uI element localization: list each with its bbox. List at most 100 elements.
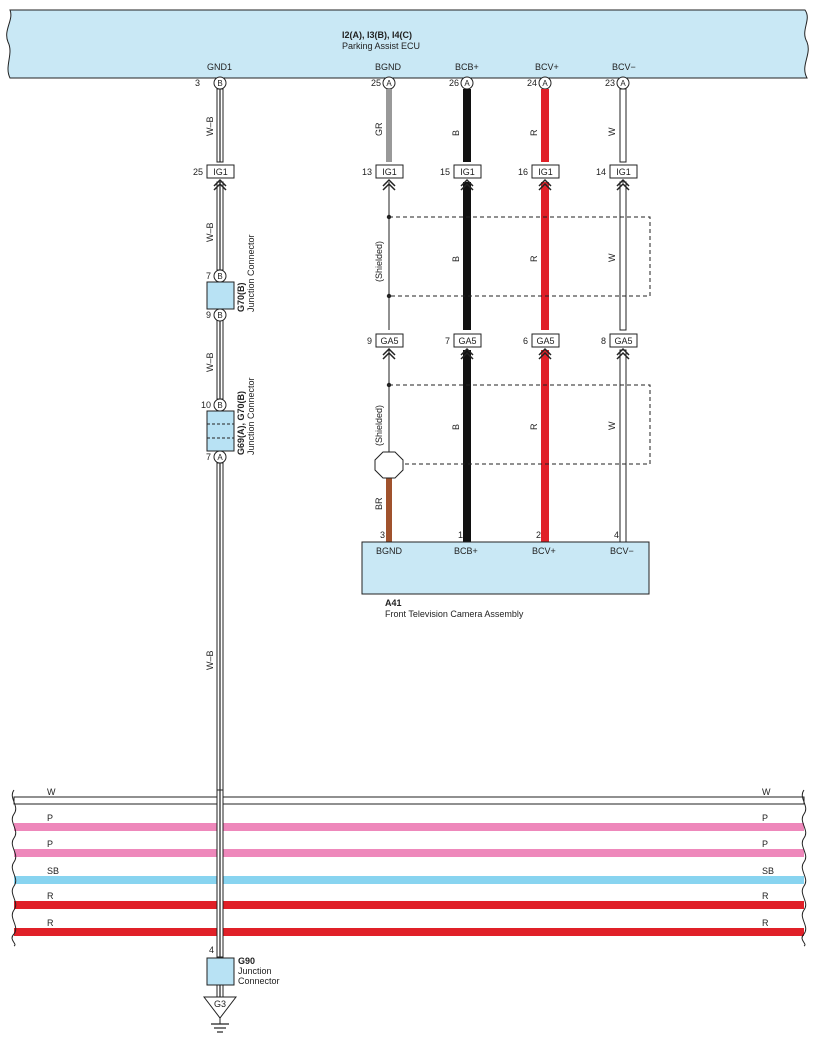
bus-wire-p1: P P (14, 813, 804, 831)
shielded-label-1: (Shielded) (374, 241, 384, 282)
svg-text:15: 15 (440, 167, 450, 177)
bus-wire-r1: R R (14, 891, 804, 909)
wire-code-gnd1-upper: W–B (205, 116, 215, 136)
parking-assist-ecu: I2(A), I3(B), I4(C) Parking Assist ECU G… (6, 9, 809, 79)
ecu-pin-num-bgnd: 25 (371, 78, 381, 88)
ig1-connector-row: 25 IG1 13 IG1 15 IG1 16 IG1 14 IG1 (193, 164, 638, 191)
svg-text:8: 8 (601, 336, 606, 346)
wire-code-gnd1-mid2: W–B (205, 352, 215, 372)
shield-ground-octagon (374, 451, 404, 479)
bus-break-right (801, 789, 807, 947)
wire-bcvp-1 (541, 89, 549, 162)
wire-bgnd-br (386, 478, 392, 542)
svg-text:7: 7 (445, 336, 450, 346)
svg-text:B: B (217, 401, 222, 410)
svg-text:13: 13 (362, 167, 372, 177)
svg-text:1: 1 (458, 530, 463, 540)
camera-box (361, 541, 650, 595)
ga5-connector-bcvp: 6 GA5 (523, 333, 560, 360)
shielded-label-2: (Shielded) (374, 405, 384, 446)
ecu-pins: 3 B 25 A 26 A 24 A 23 A (195, 76, 630, 90)
camera-id: A41 (385, 598, 402, 608)
wire-code-bcvm-3: W (607, 421, 617, 430)
wire-code-bcbp-3: B (451, 424, 461, 430)
svg-text:A: A (217, 453, 223, 462)
ecu-pin-conn-gnd1: B (217, 79, 222, 88)
ig1-connector-bcbp: 15 IG1 (440, 164, 482, 191)
ecu-pin-conn-bcvm: A (620, 79, 626, 88)
junction-g70-box (206, 281, 235, 310)
ecu-id: I2(A), I3(B), I4(C) (342, 30, 412, 40)
wire-code-bgnd-camera: BR (374, 497, 384, 510)
svg-text:IG1: IG1 (460, 167, 475, 177)
junction-g90-name-1: Junction (238, 966, 272, 976)
bus-wire-sb: SB SB (14, 866, 804, 884)
junction-g70: 7 B 9 B G70(B) Junction Connector (206, 234, 256, 322)
wire-bcvp-3 (541, 350, 549, 542)
wire-bgnd-gr (386, 89, 392, 162)
ig1-connector-gnd1: 25 IG1 (193, 164, 235, 191)
bus-wires: W W P P P P SB SB R R R R (11, 787, 807, 947)
svg-text:SB: SB (762, 866, 774, 876)
svg-text:B: B (217, 311, 222, 320)
junction-g90-box (206, 957, 235, 986)
svg-text:10: 10 (201, 400, 211, 410)
bus-wire-r2: R R (14, 918, 804, 936)
wire-code-bcvp-2: R (529, 255, 539, 262)
junction-g69-id: G69(A), G70(B) (236, 391, 246, 455)
wire-code-bcvm-1: W (607, 127, 617, 136)
ga5-connector-bcbp: 7 GA5 (445, 333, 482, 360)
wire-bcvp-2 (541, 182, 549, 330)
wire-bcbp-1 (463, 89, 471, 162)
svg-text:SB: SB (47, 866, 59, 876)
svg-text:B: B (217, 272, 222, 281)
ig1-connector-bgnd: 13 IG1 (362, 164, 404, 191)
wire-code-gnd1-mid: W–B (205, 222, 215, 242)
svg-text:W: W (47, 787, 56, 797)
svg-text:GA5: GA5 (614, 336, 632, 346)
svg-text:P: P (762, 813, 768, 823)
shield-1: (Shielded) (374, 214, 651, 299)
junction-g90-id: G90 (238, 956, 255, 966)
svg-text:GA5: GA5 (380, 336, 398, 346)
svg-text:BCV+: BCV+ (532, 546, 556, 556)
svg-text:2: 2 (536, 530, 541, 540)
svg-text:IG1: IG1 (213, 167, 228, 177)
svg-text:3: 3 (380, 530, 385, 540)
ecu-pin-name-gnd1: GND1 (207, 62, 232, 72)
svg-text:4: 4 (209, 945, 214, 955)
svg-text:R: R (762, 891, 769, 901)
ecu-name: Parking Assist ECU (342, 41, 420, 51)
svg-text:9: 9 (367, 336, 372, 346)
bus-wire-w: W W (13, 787, 805, 805)
bus-wire-p2: P P (14, 839, 804, 857)
ecu-pin-name-bgnd: BGND (375, 62, 402, 72)
wire-code-gnd1-lower: W–B (205, 650, 215, 670)
wire-code-bgnd: GR (374, 122, 384, 136)
ig1-connector-bcvm: 14 IG1 (596, 164, 638, 191)
svg-text:P: P (47, 839, 53, 849)
svg-text:14: 14 (596, 167, 606, 177)
ecu-pin-name-bcvp: BCV+ (535, 62, 559, 72)
junction-g90: 4 G90 Junction Connector (206, 945, 280, 986)
svg-text:6: 6 (523, 336, 528, 346)
bus-break-left (11, 789, 17, 947)
wire-gnd1-crossing (216, 789, 224, 958)
camera-name: Front Television Camera Assembly (385, 609, 524, 619)
ga5-connector-bgnd: 9 GA5 (367, 333, 404, 360)
ecu-pin-conn-bcvp: A (542, 79, 548, 88)
shield-2: (Shielded) (374, 382, 651, 479)
wire-code-bcbp-1: B (451, 130, 461, 136)
svg-text:25: 25 (193, 167, 203, 177)
wire-bcbp-3 (463, 350, 471, 542)
wire-bcvm (619, 88, 627, 543)
ig1-connector-bcvp: 16 IG1 (518, 164, 560, 191)
junction-g69-box (206, 410, 235, 452)
ecu-pin-num-bcvm: 23 (605, 78, 615, 88)
ecu-box (6, 9, 809, 79)
wire-code-bcvp-1: R (529, 129, 539, 136)
junction-g69-name: Junction Connector (246, 377, 256, 455)
ga5-connector-row: 9 GA5 7 GA5 6 GA5 8 GA5 (367, 333, 638, 360)
camera-assembly: 3 1 2 4 BGND BCB+ BCV+ BCV− A41 Front Te… (361, 530, 650, 619)
